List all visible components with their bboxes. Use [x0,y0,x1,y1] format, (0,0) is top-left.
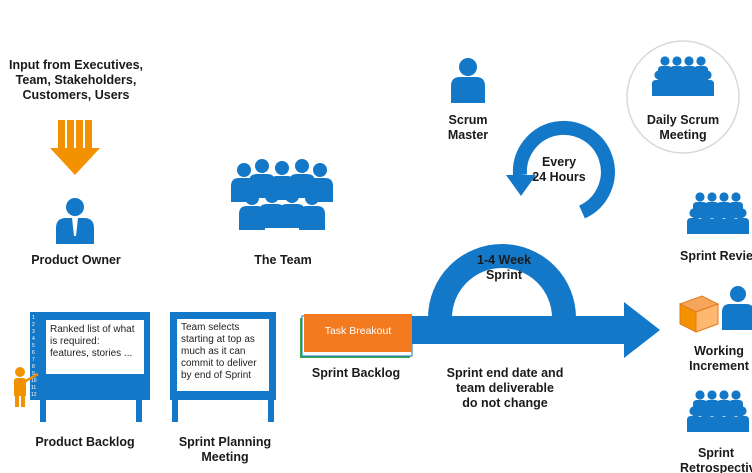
daily-scrum-circle [626,40,740,154]
retrospective-people-icon [687,390,749,432]
row-number: 11 [31,385,36,391]
row-number: 8 [32,364,35,370]
scrum-master-label: Scrum Master [447,113,489,142]
sprint-note-label: Sprint end date and team deliverable do … [446,366,564,410]
row-number: 1 [32,315,35,321]
product-backlog-board-text: Ranked list of what is required: feature… [50,324,135,359]
scrum-master-icon [451,58,485,103]
sprint-loop-arrow [404,244,660,358]
sprint-planning-board-text: Team selects starting at top as much as … [181,322,257,381]
sprint-backlog-label: Sprint Backlog [311,366,401,380]
increment-person-icon [722,286,752,330]
input-sources-label: Input from Executives, Team, Stakeholder… [8,58,144,102]
sprint-backlog-stack [300,314,413,358]
sprint-planning-label: Sprint Planning Meeting [178,435,272,464]
the-team-label: The Team [254,253,312,267]
input-arrows-icon [50,120,100,175]
row-number: 7 [32,357,35,363]
daily-scrum-label: Daily Scrum Meeting [646,113,720,142]
team-crowd-icon [231,159,333,230]
row-number: 4 [32,336,35,342]
row-number: 6 [32,350,35,356]
product-owner-label: Product Owner [31,253,121,267]
backlog-row-numbers: 1 2 3 4 5 6 7 8 9 10 11 12 [31,315,37,398]
sprint-review-label: Sprint Review [680,249,752,263]
sprint-duration-label: 1-4 Week Sprint [477,253,531,282]
product-backlog-board [30,312,150,422]
product-owner-icon [56,198,94,244]
product-backlog-label: Product Backlog [35,435,135,449]
sprint-retrospective-label: Sprint Retrospective [680,446,752,473]
every-24-hours-label: Every 24 Hours [532,155,586,184]
sprint-planning-board [170,312,276,422]
row-number: 2 [32,322,35,328]
presenter-icon [14,367,39,407]
row-number: 9 [32,371,35,377]
row-number: 12 [31,392,37,398]
sprint-review-people-icon [687,192,749,234]
task-breakout-label: Task Breakout [324,325,392,337]
row-number: 5 [32,343,35,349]
working-increment-label: Working Increment [689,344,749,373]
row-number: 10 [31,378,37,384]
daily-loop-arrow [506,120,615,219]
row-number: 3 [32,329,35,335]
increment-box-icon [678,295,720,333]
